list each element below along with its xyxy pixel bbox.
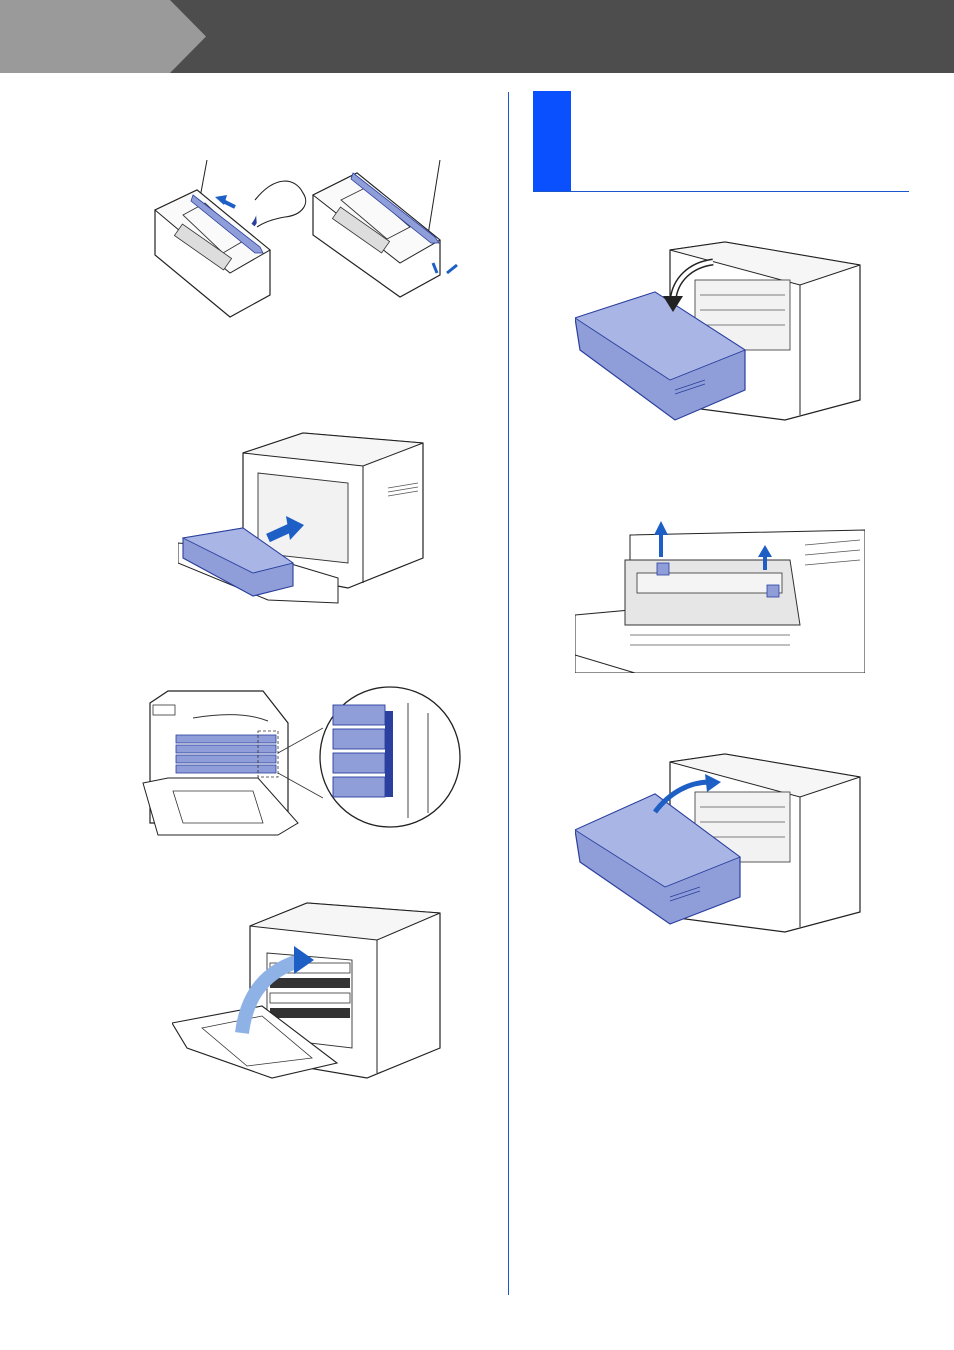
toner-cartridge-seal-removal (135, 155, 470, 325)
page-header-bar (0, 0, 954, 73)
section-tab (0, 0, 206, 73)
step-marker (533, 91, 571, 192)
rear-cover-opening (575, 240, 865, 422)
fuser-levers-lifting (575, 515, 865, 673)
front-cover-closing (172, 898, 444, 1083)
toner-cartridges-installed-detail (138, 683, 463, 841)
step-heading-rule (533, 191, 909, 192)
rear-cover-closing (575, 752, 865, 934)
toner-cartridge-insertion (178, 428, 428, 608)
column-divider (508, 92, 509, 1295)
